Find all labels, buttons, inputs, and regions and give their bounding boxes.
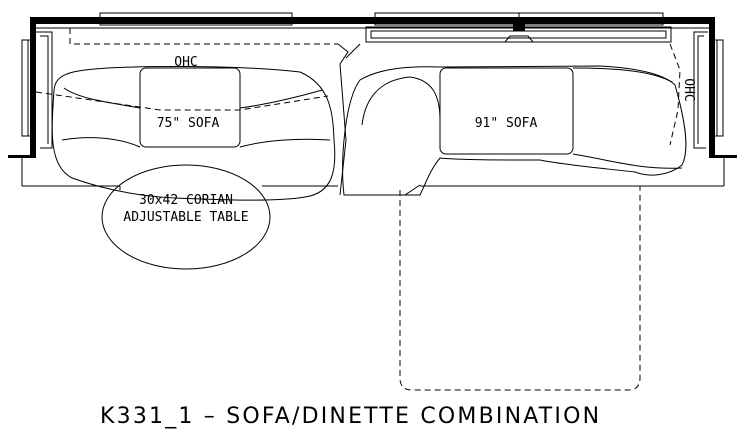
inner-wall-lines: [36, 26, 712, 149]
table-label-line2: ADJUSTABLE TABLE: [123, 210, 248, 225]
extended-bed-outline: [399, 186, 641, 391]
floor-outline: [21, 158, 725, 187]
sofa-75-label: 75" SOFA: [157, 116, 220, 131]
overhead-cabinet-right: [669, 43, 681, 146]
table-label-line1: 30x42 CORIAN: [139, 193, 233, 208]
overhead-cabinet-top: [35, 28, 338, 111]
sofa-91: [342, 65, 687, 196]
left-window: [21, 39, 35, 137]
drawing-caption: K331_1 – SOFA/DINETTE COMBINATION: [100, 404, 602, 429]
corian-table: [101, 164, 271, 270]
corner-section: [337, 43, 361, 196]
top-window-right: [374, 12, 664, 26]
right-window: [710, 39, 724, 137]
top-window-left: [99, 12, 293, 26]
sofa-91-label: 91" SOFA: [475, 116, 538, 131]
sofa-75: [51, 65, 336, 201]
ohc-right-label: OHC: [681, 78, 696, 101]
